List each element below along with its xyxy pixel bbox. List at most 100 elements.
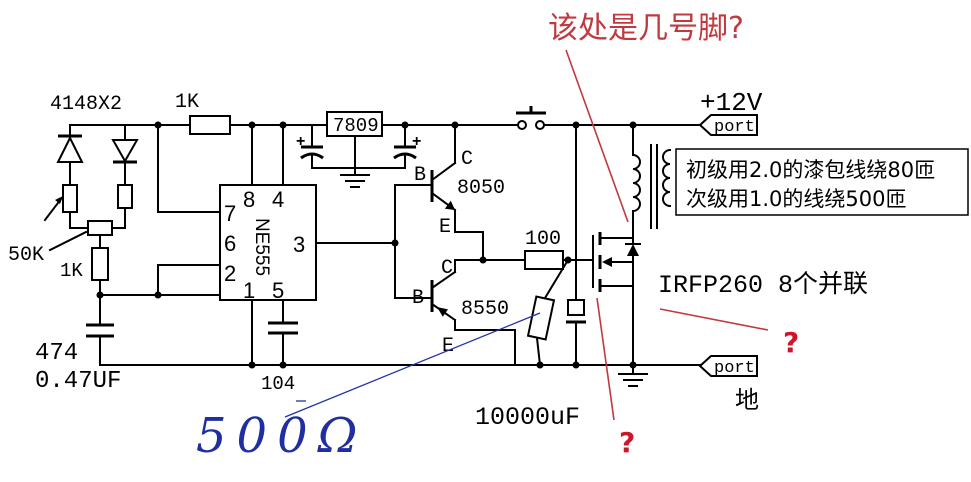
diode-right-leads bbox=[111, 124, 126, 229]
junction-dot bbox=[279, 121, 287, 129]
regulator-7809 bbox=[326, 111, 383, 137]
diode-left-leads bbox=[69, 124, 89, 229]
pnp-emitter-arrow bbox=[437, 307, 448, 317]
annotation-line-resistor bbox=[284, 312, 541, 418]
capacitor-474 bbox=[86, 323, 114, 338]
blue-annotations: 500Ω bbox=[196, 312, 541, 464]
annotation-line-gate bbox=[596, 297, 615, 421]
junction-dot bbox=[154, 121, 162, 129]
junction-dot bbox=[248, 361, 256, 369]
pin2-wire bbox=[157, 264, 221, 296]
annotation-line-mosfet bbox=[659, 308, 769, 331]
switch-bar bbox=[516, 106, 546, 115]
transistor-8550 bbox=[430, 270, 457, 322]
resistor-1k-left-label: 1K bbox=[60, 260, 83, 282]
pot-50k bbox=[87, 220, 113, 236]
switch-contact bbox=[517, 120, 527, 130]
ne555-pin-6: 6 bbox=[224, 231, 236, 256]
pot-left bbox=[62, 184, 78, 213]
port-label: port bbox=[714, 359, 755, 378]
primary-coil bbox=[631, 153, 641, 213]
junction-dot bbox=[391, 239, 399, 247]
gate-resistor-wire bbox=[535, 258, 570, 367]
resistor-100 bbox=[524, 250, 564, 270]
npn-part-label: 8050 bbox=[457, 177, 505, 200]
junction-dot bbox=[401, 121, 409, 129]
cap-plate-curved bbox=[300, 152, 324, 160]
ne555-name: NE555 bbox=[251, 218, 272, 276]
port-tag bbox=[698, 114, 758, 136]
winding-note-secondary: 次级用1.0的线绕500匝 bbox=[686, 187, 906, 211]
ne555-pin-3: 3 bbox=[293, 232, 305, 257]
capacitor-474-value: 0.47UF bbox=[35, 368, 121, 395]
cap-plus-right: + bbox=[412, 133, 421, 150]
secondary-coil bbox=[662, 148, 672, 208]
regulator-label: 7809 bbox=[333, 115, 379, 137]
pnp-collector-label: C bbox=[441, 257, 453, 280]
mosfet-irfp260 bbox=[592, 232, 641, 292]
npn-collector-label: C bbox=[461, 148, 473, 171]
cap-plate-curved bbox=[393, 152, 417, 160]
capacitor-104-label: 104 bbox=[261, 373, 295, 395]
diode-left bbox=[56, 134, 84, 163]
pot-50k-label: 50K bbox=[8, 244, 44, 267]
switch-contact bbox=[535, 120, 545, 130]
annotation-line-title bbox=[565, 49, 629, 223]
question-mark-gate: ? bbox=[619, 426, 635, 459]
transformer bbox=[631, 144, 672, 229]
ground-line bbox=[340, 174, 370, 188]
regulator-cap-right bbox=[393, 145, 417, 160]
pnp-base-label: B bbox=[412, 287, 424, 310]
ne555-chip bbox=[219, 184, 317, 301]
push-switch bbox=[516, 106, 546, 130]
transistor-8050 bbox=[430, 161, 457, 212]
ground-symbol-mosfet bbox=[618, 373, 648, 387]
junction-dot bbox=[629, 121, 637, 129]
capacitor-10000uf bbox=[566, 299, 586, 324]
pin7-wire bbox=[157, 124, 221, 213]
junction-dot bbox=[248, 121, 256, 129]
capacitor-10000uf-label: 10000uF bbox=[475, 403, 580, 432]
mosfet-channel-arrow bbox=[602, 257, 612, 267]
ne555-pin-8: 8 bbox=[243, 187, 255, 212]
junction-dot bbox=[279, 361, 287, 369]
resistor-1k-top bbox=[189, 115, 231, 135]
port-vcc: port bbox=[698, 114, 758, 137]
red-annotations: 该处是几号脚? ? ? bbox=[548, 11, 799, 459]
supply-label: +12V bbox=[700, 88, 763, 118]
junction-dot bbox=[572, 121, 580, 129]
mosfet-label: IRFP260 8个并联 bbox=[658, 270, 868, 300]
npn-emitter-label: E bbox=[439, 216, 451, 239]
mosfet-body-wire bbox=[609, 237, 634, 287]
ground-label: 地 bbox=[735, 386, 759, 414]
ne555-pin-2: 2 bbox=[224, 261, 236, 286]
pnp-collector-wire bbox=[454, 259, 526, 273]
ground-symbol-regulator bbox=[340, 174, 370, 188]
ne555-pin-5: 5 bbox=[272, 278, 284, 303]
junction-dot bbox=[451, 121, 459, 129]
base-drive-wire bbox=[394, 184, 433, 299]
ne555-pin-1: 1 bbox=[243, 278, 255, 303]
pnp-part-label: 8550 bbox=[461, 298, 509, 321]
junction-dots bbox=[96, 121, 637, 369]
diode-right bbox=[111, 139, 139, 164]
pnp-emitter-label: E bbox=[442, 335, 454, 358]
junction-dot bbox=[572, 361, 580, 369]
capacitor-104 bbox=[268, 321, 298, 335]
transformer-core bbox=[650, 144, 658, 229]
cap-plus-left: + bbox=[296, 133, 305, 150]
handwritten-resistor-value: 500Ω bbox=[196, 408, 367, 464]
resistor-500-ohm bbox=[526, 295, 556, 341]
diode-right-triangle bbox=[111, 139, 139, 164]
pot-50k-pointer bbox=[48, 230, 88, 252]
winding-note-box bbox=[675, 148, 969, 216]
mosfet-source-wire bbox=[599, 285, 634, 375]
junction-dot bbox=[629, 361, 637, 369]
npn-collector-leg bbox=[430, 161, 457, 182]
junction-dot bbox=[564, 256, 572, 264]
diode-left-triangle bbox=[56, 135, 84, 163]
resistor-1k-top-label: 1K bbox=[175, 91, 199, 114]
port-tag bbox=[698, 355, 758, 377]
junction-dot bbox=[536, 361, 544, 369]
question-title: 该处是几号脚? bbox=[548, 11, 744, 46]
